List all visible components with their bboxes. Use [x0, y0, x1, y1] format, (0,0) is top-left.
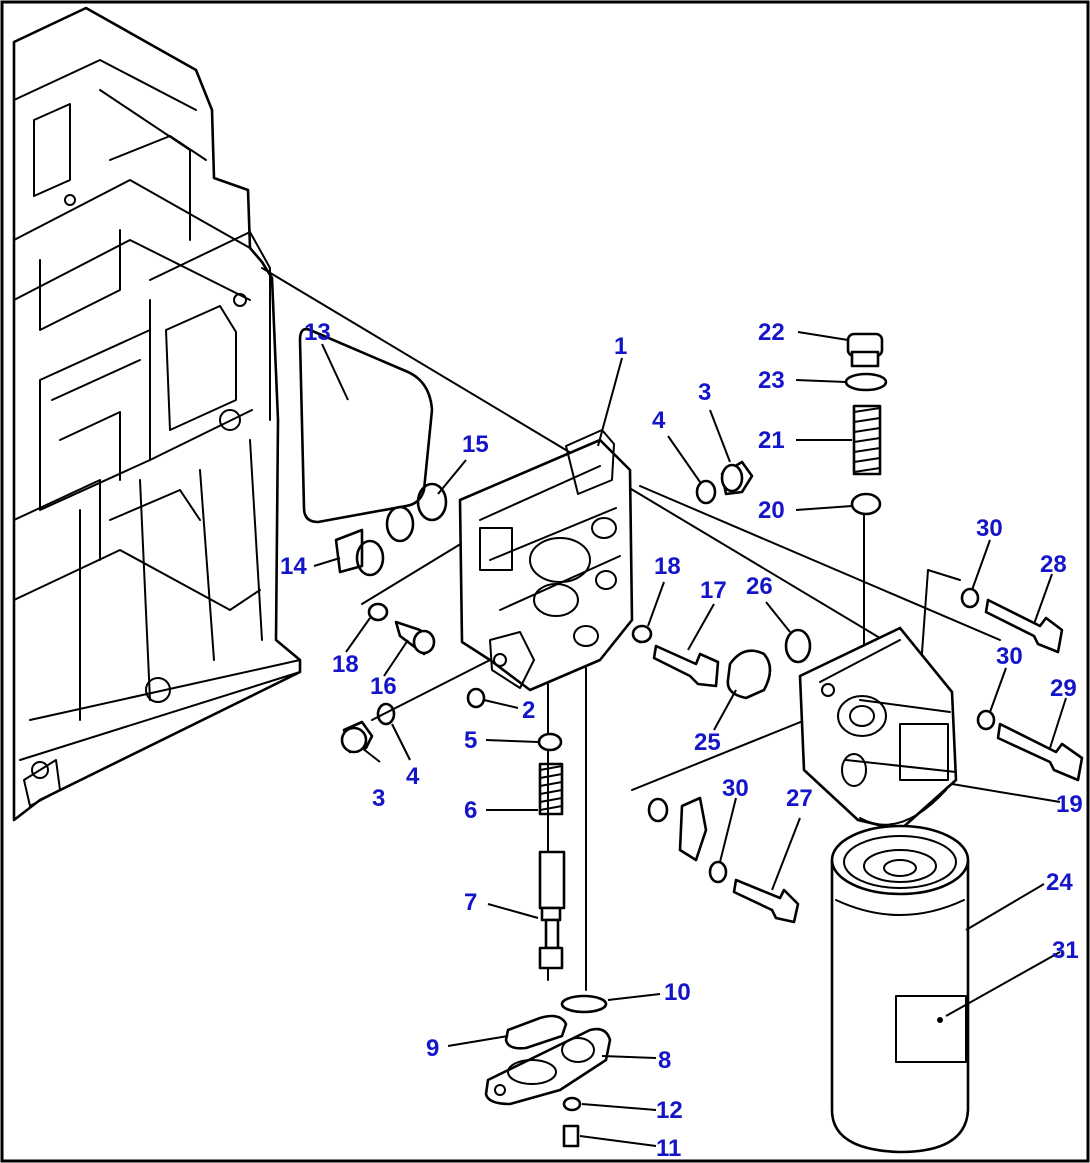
plug-3-right: [720, 460, 754, 496]
callout-4-right: 4: [652, 407, 666, 434]
washer-30-top: [960, 587, 980, 609]
filter-label-31: [895, 995, 967, 1063]
filter-housing-1: [458, 429, 634, 692]
callout-22: 22: [758, 319, 785, 346]
o-ring-10: [560, 994, 608, 1014]
bolt-29: [996, 722, 1084, 782]
callout-12: 12: [656, 1097, 683, 1124]
callout-9: 9: [426, 1035, 439, 1062]
callout-27: 27: [786, 785, 813, 812]
callout-18-left: 18: [332, 651, 359, 678]
spring-21: [852, 404, 882, 476]
fitting-16: [394, 620, 436, 656]
callout-21: 21: [758, 427, 785, 454]
plate-14: [334, 528, 385, 577]
callout-19: 19: [1056, 791, 1083, 818]
callout-8: 8: [658, 1047, 671, 1074]
gasket-25: [726, 649, 772, 700]
callout-31: 31: [1052, 937, 1079, 964]
o-ring-4-right: [695, 479, 717, 505]
callout-30-middle: 30: [996, 643, 1023, 670]
callout-7: 7: [464, 889, 477, 916]
callout-labels: 1 13 15 14 18 16 3 4 2 5 6 7 9 8 10 12 1…: [280, 319, 1083, 1162]
callout-6: 6: [464, 797, 477, 824]
callout-23: 23: [758, 367, 785, 394]
filter-cartridge-24: [830, 824, 970, 1154]
callout-2: 2: [522, 697, 535, 724]
callout-3-right: 3: [698, 379, 711, 406]
callout-30-lower: 30: [722, 775, 749, 802]
clip-bracket: [678, 796, 708, 862]
callout-3-left: 3: [372, 785, 385, 812]
bolt-17: [652, 644, 720, 688]
callout-17: 17: [700, 577, 727, 604]
plug-3-left: [340, 720, 374, 754]
callout-16: 16: [370, 673, 397, 700]
plug-22: [846, 332, 884, 368]
callout-24: 24: [1046, 869, 1073, 896]
spring-6: [538, 762, 564, 816]
plug-2: [466, 687, 486, 709]
washer-18-right: [631, 624, 653, 644]
callout-30-top: 30: [976, 515, 1003, 542]
washer-18-left: [367, 602, 389, 622]
callout-14: 14: [280, 553, 307, 580]
o-ring-26: [784, 628, 812, 664]
valve-7: [538, 850, 566, 970]
washer-lower-left: [647, 797, 669, 823]
callout-18-right: 18: [654, 553, 681, 580]
engine-block: [12, 6, 302, 822]
bolt-11: [562, 1124, 580, 1148]
gasket-9: [504, 1014, 568, 1050]
washer-30-middle: [976, 709, 996, 731]
bolt-28: [984, 598, 1064, 654]
callout-10: 10: [664, 979, 691, 1006]
callout-11: 11: [656, 1135, 681, 1162]
washer-12: [562, 1096, 582, 1112]
cover-plate-8: [484, 1027, 612, 1106]
filter-head-19: [798, 626, 958, 832]
o-ring-4-left: [376, 702, 396, 726]
callout-1: 1: [614, 333, 627, 360]
callout-29: 29: [1050, 675, 1077, 702]
gasket-13: [298, 327, 434, 524]
callout-4-left: 4: [406, 763, 420, 790]
callout-26: 26: [746, 573, 773, 600]
seat-5: [537, 732, 563, 752]
leader-lines: [313, 331, 1067, 1147]
callout-28: 28: [1040, 551, 1067, 578]
callout-13: 13: [304, 319, 331, 346]
o-rings-15: [385, 482, 448, 543]
callout-15: 15: [462, 431, 489, 458]
callout-5: 5: [464, 727, 477, 754]
washer-30-lower: [708, 860, 728, 884]
bolt-27: [732, 878, 800, 924]
washer-23: [844, 372, 888, 392]
callout-20: 20: [758, 497, 785, 524]
callout-25: 25: [694, 729, 721, 756]
plunger-20: [850, 492, 882, 516]
